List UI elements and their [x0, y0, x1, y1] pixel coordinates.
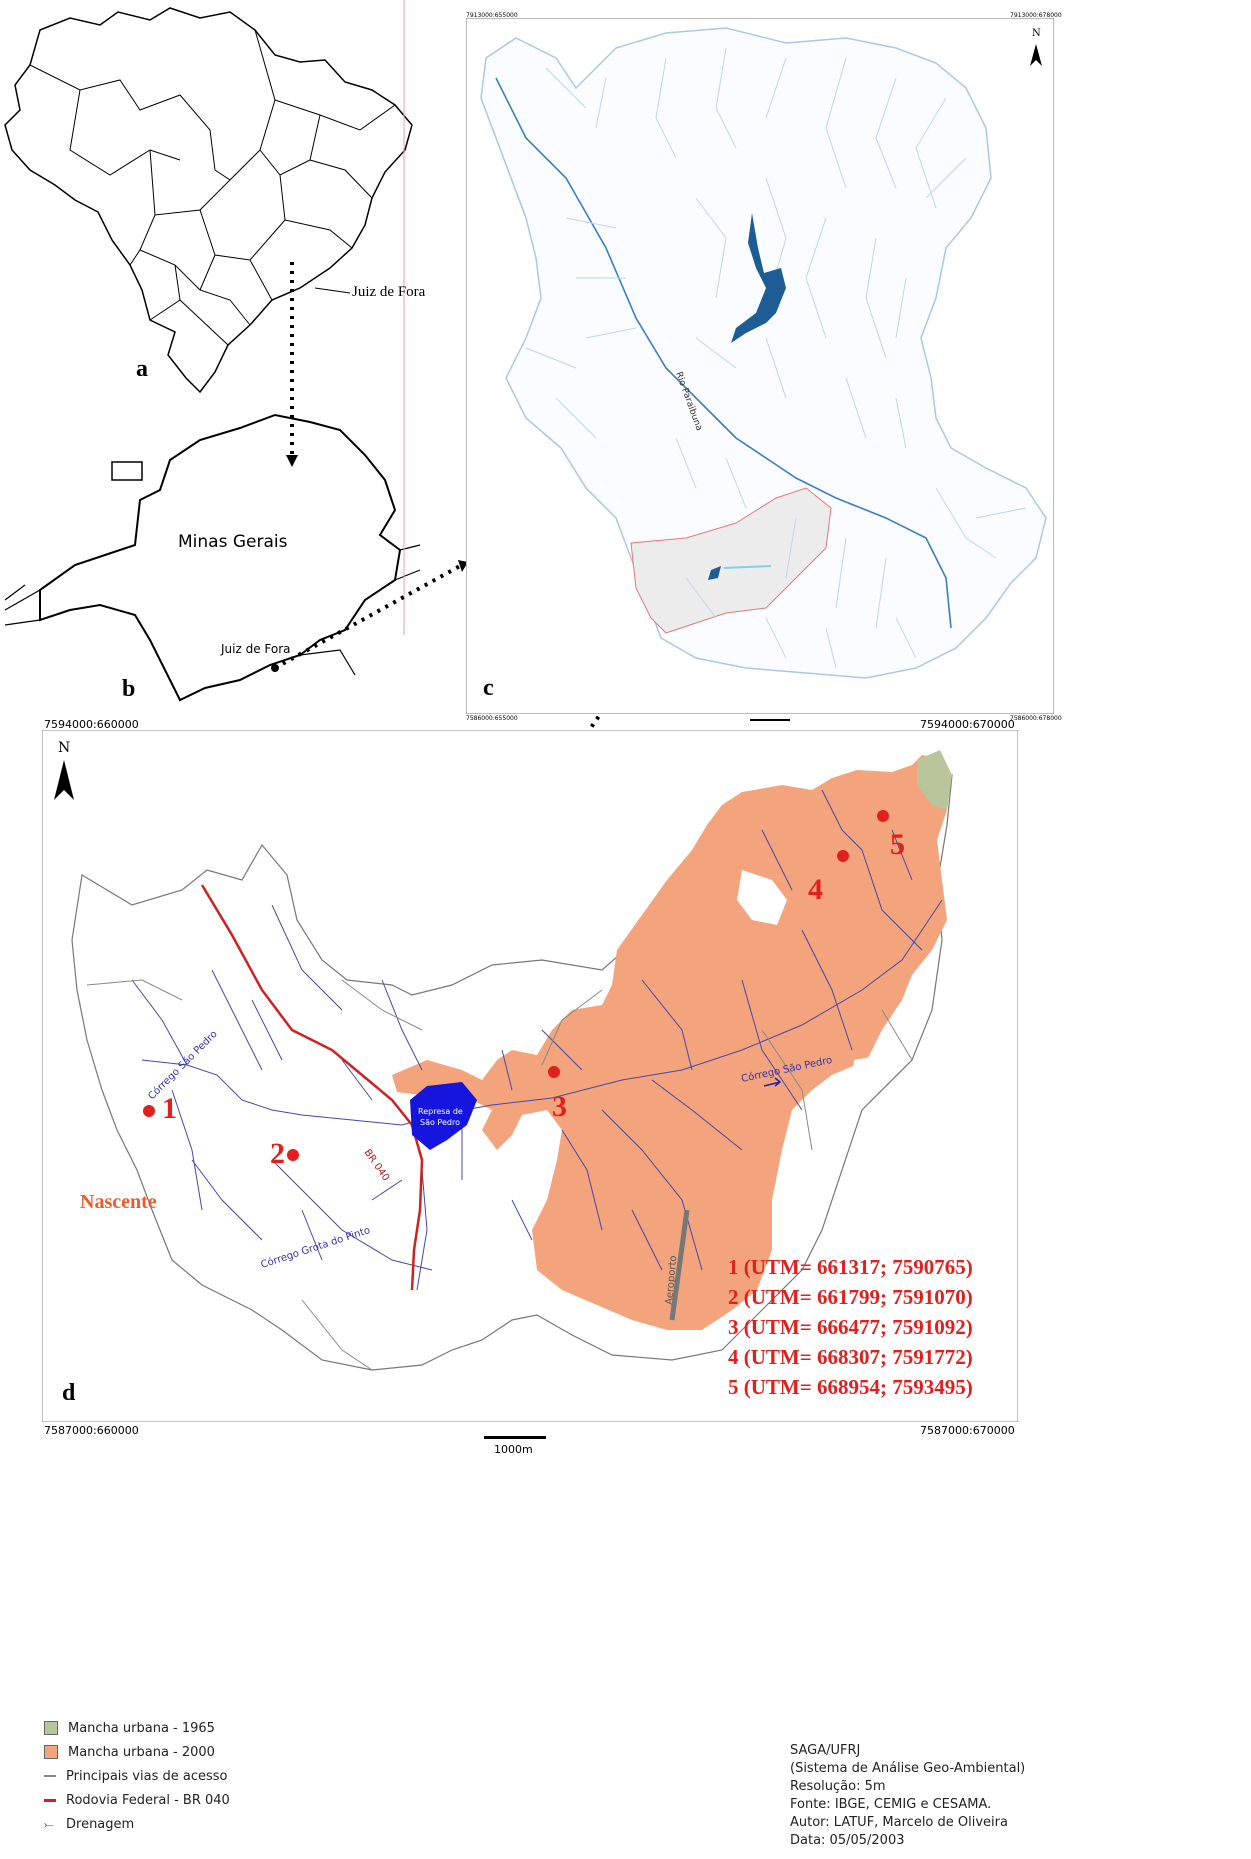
- airport-label: Aeroporto: [664, 1255, 679, 1305]
- coord-c-top-right: 7913000:678000: [1010, 12, 1062, 19]
- swatch-urban-1965: [44, 1721, 58, 1735]
- coord-c-bottom-right: 7586000:678000: [1010, 715, 1062, 722]
- coord-d-bottom-right: 7587000:670000: [920, 1424, 1015, 1437]
- drainage-network-d: [131, 789, 943, 1291]
- access-roads: [86, 979, 913, 1371]
- point-label-3: 3: [552, 1090, 567, 1123]
- credit-line-6: Data: 05/05/2003: [790, 1833, 905, 1848]
- sao-pedro-reservoir: [410, 1082, 477, 1150]
- north-label-d: N: [58, 740, 70, 756]
- brazil-outline: [4, 7, 413, 394]
- scale-bar-c: [750, 719, 790, 721]
- point-label-4: 4: [808, 873, 823, 906]
- sample-point-4: [837, 850, 849, 862]
- reservoir-large: [731, 213, 786, 343]
- legend-item-urban-1965: Mancha urbana - 1965: [44, 1716, 230, 1740]
- map-credits: SAGA/UFRJ (Sistema de Análise Geo-Ambien…: [790, 1742, 1025, 1850]
- point-label-2: 2: [270, 1137, 285, 1170]
- point-label-5: 5: [890, 828, 905, 861]
- utm-point-1: 1 (UTM= 661317; 7590765): [728, 1255, 973, 1279]
- reservoir-label-2: São Pedro: [420, 1118, 460, 1127]
- sample-point-2: [287, 1149, 299, 1161]
- panel-letter-d: d: [62, 1380, 76, 1406]
- sao-pedro-subbasin: [630, 487, 832, 634]
- point-label-1: 1: [162, 1092, 177, 1125]
- legend-label-access-roads: Principais vias de acesso: [66, 1768, 228, 1784]
- legend: Mancha urbana - 1965 Mancha urbana - 200…: [44, 1716, 230, 1836]
- juiz-de-fora-label-a: Juiz de Fora: [352, 284, 426, 300]
- credit-line-4: Fonte: IBGE, CEMIG e CESAMA.: [790, 1797, 992, 1812]
- sample-point-5: [877, 810, 889, 822]
- reservoir-label-1: Represa de: [418, 1107, 463, 1116]
- airport-runway: [669, 1209, 690, 1321]
- north-arrow-d: [54, 760, 74, 800]
- north-arrow-c: [1030, 44, 1042, 66]
- coord-d-top-right: 7594000:670000: [920, 718, 1015, 731]
- legend-label-drainage: Drenagem: [66, 1816, 135, 1832]
- sample-point-3: [548, 1066, 560, 1078]
- juiz-de-fora-label-b: Juiz de Fora: [221, 642, 291, 656]
- minas-gerais-map: [4, 400, 421, 702]
- legend-item-access-roads: Principais vias de acesso: [44, 1764, 230, 1788]
- credit-line-5: Autor: LATUF, Marcelo de Oliveira: [790, 1815, 1008, 1830]
- utm-point-4: 4 (UTM= 668307; 7591772): [728, 1345, 973, 1369]
- legend-item-drainage: ⤚ Drenagem: [44, 1812, 230, 1836]
- br-040-highway: [200, 884, 424, 1291]
- scale-label: 1000m: [494, 1443, 533, 1456]
- reservoir-small: [708, 566, 721, 580]
- utm-point-2: 2 (UTM= 661799; 7591070): [728, 1285, 973, 1309]
- sao-pedro-map: Córrego São Pedro Córrego São Pedro Córr…: [42, 730, 1018, 1422]
- state-borders: [29, 29, 396, 346]
- utm-point-5: 5 (UTM= 668954; 7593495): [728, 1375, 973, 1399]
- coord-d-bottom-left: 7587000:660000: [44, 1424, 139, 1437]
- brazil-map: [4, 0, 413, 410]
- legend-item-urban-2000: Mancha urbana - 2000: [44, 1740, 230, 1764]
- utm-coordinates-list: 1 (UTM= 661317; 7590765) 2 (UTM= 661799;…: [728, 1252, 973, 1402]
- sample-point-1: [143, 1105, 155, 1117]
- urban-area-2000: [392, 755, 952, 1330]
- coord-d-top-left: 7594000:660000: [44, 718, 139, 731]
- legend-label-br-040: Rodovia Federal - BR 040: [66, 1792, 230, 1808]
- swatch-access-roads: [44, 1775, 56, 1777]
- basin-outline: [480, 27, 1047, 679]
- credit-line-3: Resolução: 5m: [790, 1779, 886, 1794]
- minas-gerais-label: Minas Gerais: [178, 532, 288, 552]
- spring-label: Nascente: [80, 1191, 157, 1213]
- urban-area-1965: [917, 750, 952, 810]
- panel-letter-c: c: [483, 675, 494, 701]
- legend-label-urban-1965: Mancha urbana - 1965: [68, 1720, 215, 1736]
- drainage-network: [525, 47, 1027, 669]
- scale-bar: [484, 1436, 546, 1439]
- drainage-icon: ⤚: [44, 1817, 54, 1831]
- north-label-c: N: [1032, 28, 1041, 39]
- coord-c-top-left: 7913000:655000: [466, 12, 518, 19]
- panel-letter-b: b: [122, 676, 136, 702]
- legend-label-urban-2000: Mancha urbana - 2000: [68, 1744, 215, 1760]
- swatch-urban-2000: [44, 1745, 58, 1759]
- rio-paraibuna: [495, 77, 952, 629]
- legend-item-br-040: Rodovia Federal - BR 040: [44, 1788, 230, 1812]
- panel-letter-a: a: [136, 356, 148, 382]
- coord-c-bottom-left: 7586000:655000: [466, 715, 518, 722]
- paraibuna-basin-map: Rio Paraibuna N: [466, 18, 1054, 714]
- credit-line-1: SAGA/UFRJ: [790, 1743, 861, 1758]
- utm-point-3: 3 (UTM= 666477; 7591092): [728, 1315, 973, 1339]
- swatch-br-040: [44, 1798, 56, 1802]
- credit-line-2: (Sistema de Análise Geo-Ambiental): [790, 1761, 1026, 1776]
